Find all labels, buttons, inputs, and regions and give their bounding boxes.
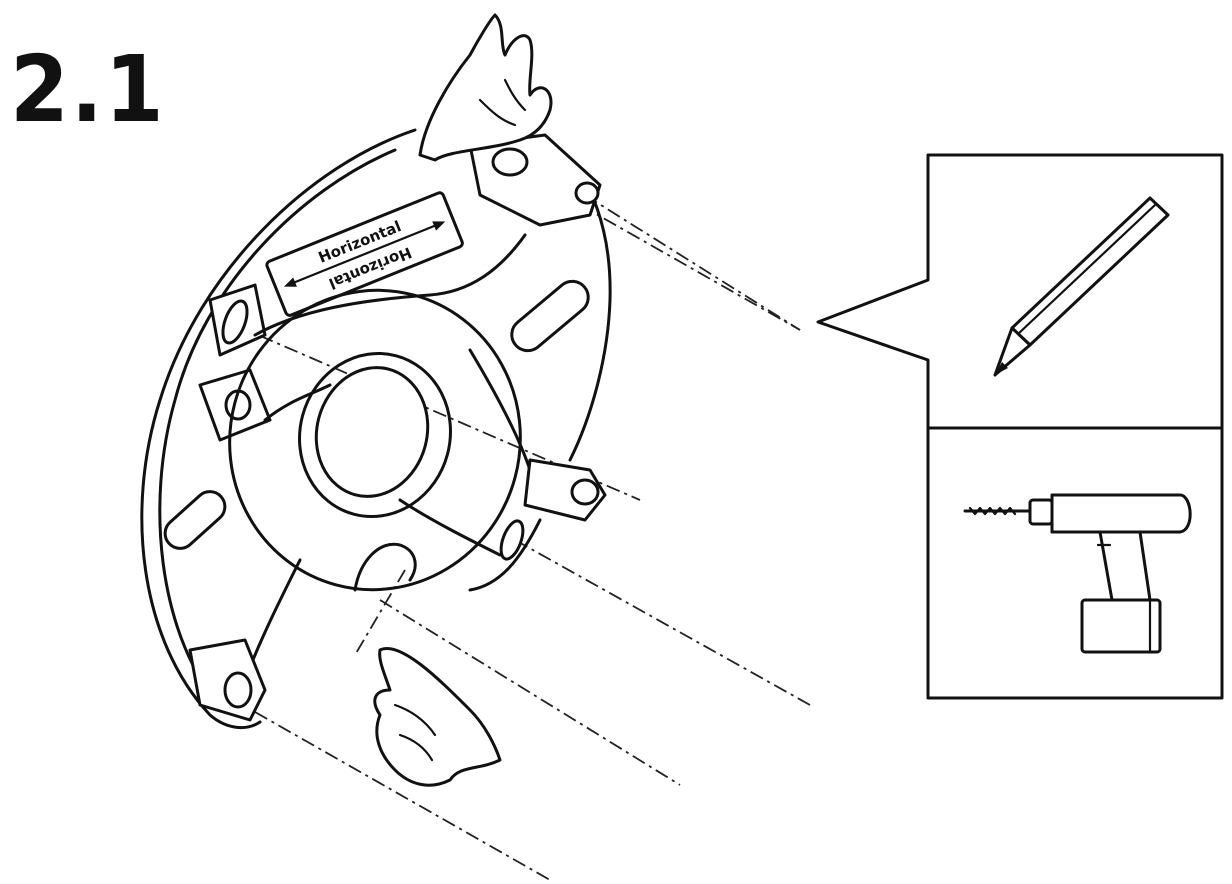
right-upper-slot — [510, 279, 590, 353]
level-arrow — [286, 221, 443, 287]
guide-line-left — [234, 324, 641, 501]
drill-bit-flutes — [968, 506, 1017, 516]
level-arrow-left-head — [283, 277, 297, 287]
pencil-icon — [993, 196, 1170, 377]
hand-top-shape — [418, 13, 553, 162]
spoke-right — [468, 348, 532, 472]
pointing-hand-bottom — [373, 647, 502, 787]
plate-inner-rim — [158, 148, 397, 702]
hand-top-knuckle — [503, 78, 527, 112]
level-label: Horizontal Horizontal — [265, 191, 464, 317]
left-slot — [221, 299, 249, 345]
guide-line-notch — [354, 569, 406, 656]
top-right-hole — [574, 181, 600, 205]
spoke-lower-right — [398, 498, 502, 557]
plate-lower-right-edge — [468, 518, 542, 592]
guide-line-right — [514, 539, 811, 706]
drill-icon — [963, 493, 1192, 654]
pencil-lead — [995, 362, 1008, 375]
hand-bottom-knuckle — [398, 733, 434, 762]
pencil-tip — [993, 326, 1032, 377]
guide-line-bottom — [254, 711, 551, 881]
center-notch — [353, 542, 417, 592]
tool-callout — [816, 153, 1224, 700]
plate-outer-rim — [140, 128, 417, 730]
guide-line-center — [379, 599, 681, 786]
left-lower-slot — [163, 490, 227, 550]
center-outer-ring — [228, 288, 522, 592]
mounting-plate: Horizontal Horizontal — [140, 128, 612, 730]
drill-battery — [1080, 598, 1162, 654]
step-number: 2.1 — [10, 36, 166, 143]
hand-bottom-shape — [373, 647, 502, 787]
pencil-edge — [1016, 203, 1157, 336]
center-opening — [314, 366, 430, 498]
bottom-hole — [223, 671, 253, 709]
hand-bottom-finger-line — [393, 703, 437, 737]
right-hole — [570, 478, 600, 506]
pointing-hand-top — [418, 13, 553, 162]
spoke-left — [263, 383, 332, 422]
drill-housing — [1050, 493, 1192, 534]
guide-line-top-right — [584, 194, 801, 331]
hand-top-finger-line — [478, 98, 517, 127]
drill-chuck — [1028, 498, 1054, 526]
level-arrow-right-head — [432, 221, 446, 231]
right-lower-slot — [499, 519, 525, 561]
top-hole — [491, 147, 529, 177]
center-middle-ring — [298, 351, 452, 519]
